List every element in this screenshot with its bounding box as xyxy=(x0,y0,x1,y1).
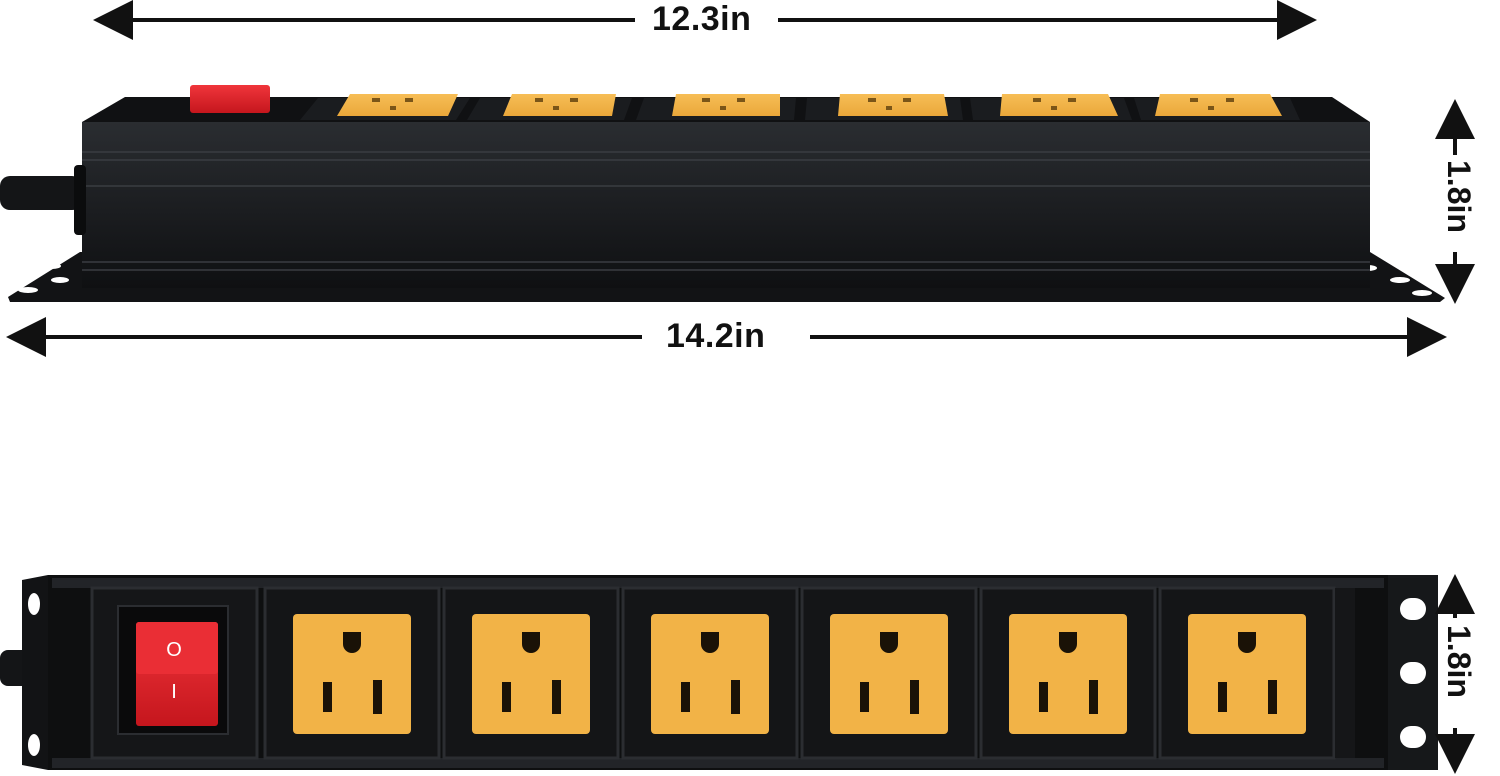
end-cap xyxy=(74,165,86,235)
power-cord xyxy=(0,176,82,210)
strip-front-face xyxy=(82,122,1370,288)
extrusion-lines xyxy=(82,151,1370,271)
power-strip-side-view xyxy=(0,85,1445,302)
outlet-slot xyxy=(1218,682,1227,712)
outlet-slot xyxy=(910,680,919,714)
outlet-slot xyxy=(502,682,511,712)
outlet-slot xyxy=(1039,682,1048,712)
front-end-plate xyxy=(1335,588,1355,758)
outlet-slot xyxy=(681,682,690,712)
outlet-slot xyxy=(1089,680,1098,714)
switch-on-symbol: I xyxy=(171,681,177,703)
switch-off-symbol: O xyxy=(166,639,182,661)
outlet-slot xyxy=(373,680,382,714)
rocker-switch xyxy=(136,622,218,726)
side-outlets xyxy=(300,94,1300,120)
ground-hole xyxy=(701,632,719,653)
ground-hole xyxy=(522,632,540,653)
outlet-slot xyxy=(1268,680,1277,714)
left-mounting-ear xyxy=(22,575,48,770)
ground-hole xyxy=(880,632,898,653)
bottom-length-label: 14.2in xyxy=(666,317,766,355)
left-ear-holes xyxy=(28,593,40,756)
power-strip-front-view: O I xyxy=(0,575,1438,770)
ground-hole xyxy=(343,632,361,653)
side-outlet-slots xyxy=(372,98,1234,110)
front-height-label: 1.8in xyxy=(1441,625,1477,698)
right-ear-holes xyxy=(1400,598,1426,748)
power-switch xyxy=(190,85,270,113)
front-outlets xyxy=(263,586,1336,760)
outlet-slot xyxy=(323,682,332,712)
top-length-label: 12.3in xyxy=(652,0,752,38)
ground-hole xyxy=(1238,632,1256,653)
outlet-slot xyxy=(552,680,561,714)
ground-hole xyxy=(1059,632,1077,653)
side-height-label: 1.8in xyxy=(1441,160,1477,233)
outlet-slot xyxy=(860,682,869,712)
outlet-slot xyxy=(731,680,740,714)
